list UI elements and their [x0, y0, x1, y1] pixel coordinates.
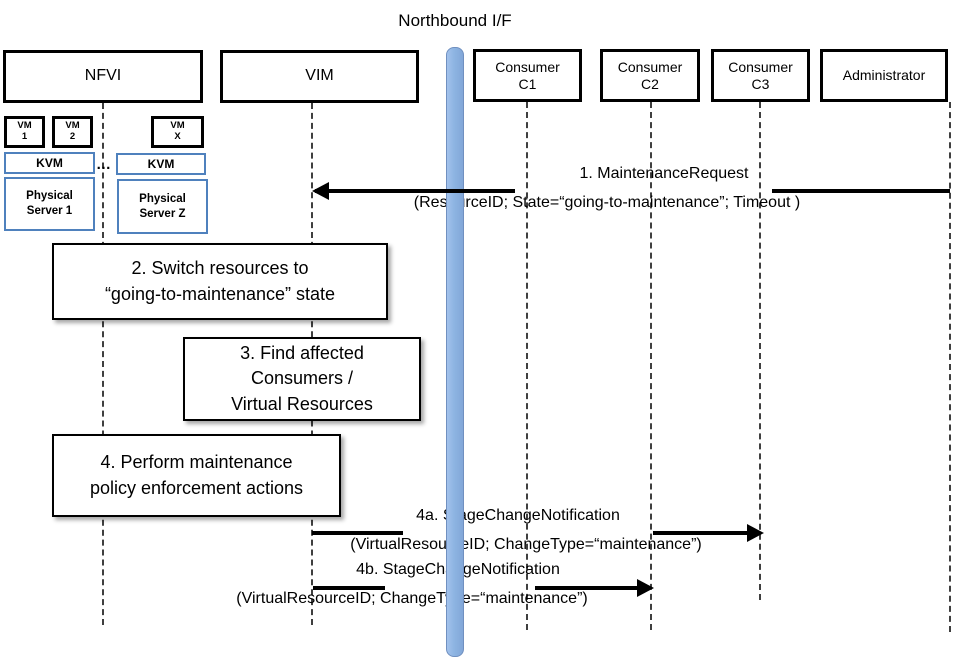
lifeline-consumer-c1 — [526, 102, 528, 630]
vm1-line2: 1 — [21, 131, 28, 142]
message1-line-left — [315, 189, 515, 193]
actor-nfvi: NFVI — [3, 50, 203, 103]
actor-vim: VIM — [220, 50, 419, 103]
activity-step2: 2. Switch resources to “going-to-mainten… — [52, 243, 388, 320]
actor-c3-line1: Consumer — [728, 59, 793, 76]
actor-c1-line1: Consumer — [495, 59, 560, 76]
vm2-line2: 2 — [69, 131, 76, 142]
message1-params: (ResourceID; State=“going-to-maintenance… — [413, 194, 801, 211]
message4b-params: (VirtualResourceID; ChangeType=“maintena… — [236, 590, 588, 607]
step2-line1: 2. Switch resources to — [131, 258, 309, 279]
message4a-params: (VirtualResourceID; ChangeType=“maintena… — [350, 536, 702, 553]
actor-c3-line2: C3 — [751, 75, 770, 92]
lifeline-administrator — [949, 102, 951, 632]
message4a-line-right — [653, 531, 749, 535]
vmx-box: VM X — [151, 116, 204, 148]
kvm1-box: KVM — [4, 152, 95, 174]
vm2-box: VM 2 — [52, 116, 93, 148]
actor-consumer-c3: Consumer C3 — [711, 49, 810, 102]
message4a-line-left — [312, 531, 403, 535]
activity-step4: 4. Perform maintenance policy enforcemen… — [52, 434, 341, 517]
message1-line-right — [772, 189, 950, 193]
vmx-line1: VM — [170, 120, 185, 132]
physical-server-z-box: Physical Server Z — [117, 179, 208, 234]
kvm1-label: KVM — [36, 156, 63, 170]
ellipsis-between-servers: … — [96, 156, 111, 173]
actor-nfvi-label: NFVI — [84, 67, 122, 85]
lifeline-consumer-c2 — [650, 102, 652, 630]
step4-line2: policy enforcement actions — [89, 477, 304, 498]
vm2-line1: VM — [65, 120, 80, 132]
northbound-if-bar — [446, 47, 464, 657]
ps1-line1: Physical — [26, 190, 73, 203]
actor-c1-line2: C1 — [518, 75, 537, 92]
message4b-line-left — [313, 586, 385, 590]
lifeline-consumer-c3 — [759, 102, 761, 600]
ps1-line2: Server 1 — [26, 205, 73, 217]
psz-line1: Physical — [139, 192, 186, 205]
step2-line2: “going-to-maintenance” state — [104, 283, 336, 304]
actor-administrator: Administrator — [820, 49, 948, 102]
actor-c2-line1: Consumer — [617, 59, 683, 76]
kvm2-box: KVM — [116, 153, 206, 175]
step3-line3: Virtual Resources — [231, 393, 373, 414]
activity-step3: 3. Find affected Consumers / Virtual Res… — [183, 337, 421, 421]
message4a-name: 4a. StageChangeNotification — [416, 507, 620, 524]
psz-line2: Server Z — [139, 207, 186, 220]
actor-consumer-c1: Consumer C1 — [473, 49, 582, 102]
message4b-line-right — [535, 586, 639, 590]
message1-name: 1. MaintenanceRequest — [579, 165, 749, 182]
physical-server-1-box: Physical Server 1 — [4, 177, 95, 231]
kvm2-label: KVM — [147, 157, 175, 171]
actor-c2-line2: C2 — [641, 75, 659, 92]
actor-vim-label: VIM — [305, 67, 334, 85]
message4a-arrowhead-icon — [747, 524, 764, 542]
vm1-box: VM 1 — [4, 116, 45, 148]
step4-line1: 4. Perform maintenance — [100, 452, 293, 473]
step3-line2: Consumers / — [250, 368, 354, 389]
step3-line1: 3. Find affected — [240, 343, 364, 364]
message4b-arrowhead-icon — [637, 579, 654, 597]
lifeline-nfvi — [102, 103, 104, 625]
actor-consumer-c2: Consumer C2 — [600, 49, 700, 102]
northbound-if-title: Northbound I/F — [398, 11, 512, 30]
actor-administrator-label: Administrator — [842, 67, 926, 84]
vmx-line2: X — [174, 131, 181, 142]
vm1-line1: VM — [17, 120, 32, 132]
